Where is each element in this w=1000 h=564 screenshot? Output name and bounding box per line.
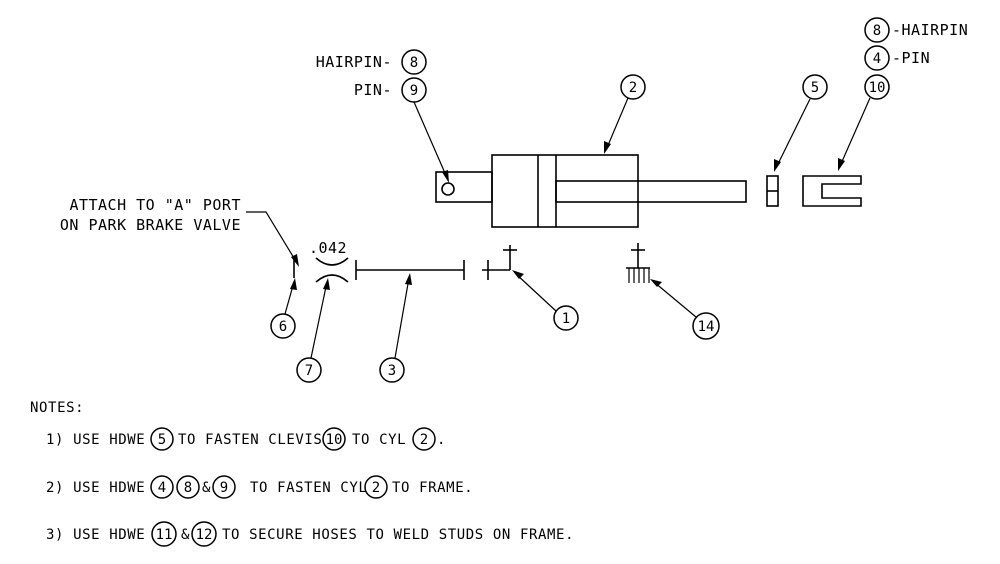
svg-text:9: 9 (410, 83, 418, 99)
arrowhead-14 (650, 279, 662, 287)
orifice-size-label: .042 (309, 239, 347, 257)
svg-text:5: 5 (811, 80, 819, 96)
note1-bubble-2: 2 (412, 427, 436, 451)
notes-heading: NOTES: (30, 400, 84, 416)
leader-9 (413, 101, 449, 181)
attach-note-line2: ON PARK BRAKE VALVE (60, 216, 241, 234)
note2-part1: 2) USE HDWE (46, 480, 145, 496)
bubble-4-right: 4 (864, 45, 890, 71)
bubble-8-right: 8 (864, 17, 890, 43)
svg-text:2: 2 (372, 480, 380, 496)
svg-text:2: 2 (629, 80, 637, 96)
spacer-part-5 (766, 175, 779, 207)
svg-text:1: 1 (562, 311, 570, 327)
leader-14 (653, 281, 697, 318)
arrowhead-2 (604, 141, 611, 154)
svg-text:7: 7 (305, 363, 313, 379)
attach-leader (246, 211, 298, 264)
svg-text:10: 10 (869, 80, 886, 96)
bubble-1: 1 (553, 305, 579, 331)
arrowhead-10 (838, 158, 845, 171)
note3-part2: TO SECURE HOSES TO WELD STUDS ON FRAME. (222, 527, 574, 543)
bubble-6: 6 (270, 313, 296, 339)
svg-text:8: 8 (184, 480, 192, 496)
svg-text:12: 12 (196, 527, 213, 543)
note1-bubble-5: 5 (150, 427, 174, 451)
svg-text:11: 11 (156, 527, 173, 543)
svg-text:9: 9 (220, 480, 228, 496)
svg-text:10: 10 (326, 432, 343, 448)
bubble-5-top: 5 (802, 74, 828, 100)
svg-text:4: 4 (158, 480, 166, 496)
svg-text:4: 4 (873, 51, 881, 67)
frame-mount-part-14 (626, 243, 650, 283)
pin-label-right: -PIN (892, 49, 930, 67)
orifice-lower-arc (315, 274, 349, 283)
attach-arrowhead (291, 254, 299, 267)
note1-part2: TO FASTEN CLEVIS (178, 432, 322, 448)
svg-text:2: 2 (420, 432, 428, 448)
svg-text:8: 8 (410, 55, 418, 71)
pin-label-left: PIN- (354, 81, 392, 99)
clevis-part-10 (802, 175, 862, 207)
svg-text:6: 6 (279, 319, 287, 335)
note1-part1: 1) USE HDWE (46, 432, 145, 448)
attach-note-line1: ATTACH TO "A" PORT (69, 196, 241, 214)
note2-bubble-4: 4 (150, 475, 174, 499)
bubble-7: 7 (296, 357, 322, 383)
leader-2 (605, 97, 629, 151)
arrowhead-5 (774, 159, 781, 172)
note2-part3: TO FRAME. (392, 480, 473, 496)
hydraulic-cylinder (435, 154, 747, 228)
svg-text:3: 3 (388, 363, 396, 379)
leader-7 (310, 281, 328, 359)
bubble-9-left: 9 (401, 77, 427, 103)
note3-part1: 3) USE HDWE (46, 527, 145, 543)
note3-bubble-12: 12 (191, 521, 217, 547)
note2-part2: TO FASTEN CYL (250, 480, 367, 496)
bubble-14: 14 (692, 312, 720, 340)
arrowhead-9 (442, 170, 449, 183)
orifice-upper-arc (315, 257, 349, 266)
leader-10 (839, 97, 871, 167)
note3-bubble-11: 11 (151, 521, 177, 547)
leader-1 (515, 273, 557, 312)
note1-bubble-10: 10 (322, 427, 346, 451)
arrowhead-3 (405, 273, 412, 285)
note3-ampersand: & (181, 527, 190, 543)
note2-bubble-9: 9 (212, 475, 236, 499)
leader-3 (394, 277, 410, 359)
arrowhead-7 (323, 278, 330, 290)
bubble-8-left: 8 (401, 49, 427, 75)
arrowhead-6 (290, 278, 297, 290)
fitting-part-1 (482, 245, 517, 280)
note2-ampersand: & (202, 480, 211, 496)
svg-text:8: 8 (873, 23, 881, 39)
svg-text:5: 5 (158, 432, 166, 448)
svg-text:14: 14 (698, 319, 715, 335)
bubble-3: 3 (379, 357, 405, 383)
hairpin-label-left: HAIRPIN- (316, 53, 392, 71)
bubble-10-right: 10 (864, 74, 890, 100)
note1-part4: . (437, 432, 446, 448)
note2-bubble-8: 8 (176, 475, 200, 499)
bubble-2-top: 2 (620, 74, 646, 100)
hose-part-3 (355, 260, 465, 280)
hairpin-label-right: -HAIRPIN (892, 21, 968, 39)
leader-5 (775, 98, 811, 169)
note1-part3: TO CYL (352, 432, 406, 448)
note2-bubble-2: 2 (364, 475, 388, 499)
arrowhead-1 (512, 270, 524, 279)
